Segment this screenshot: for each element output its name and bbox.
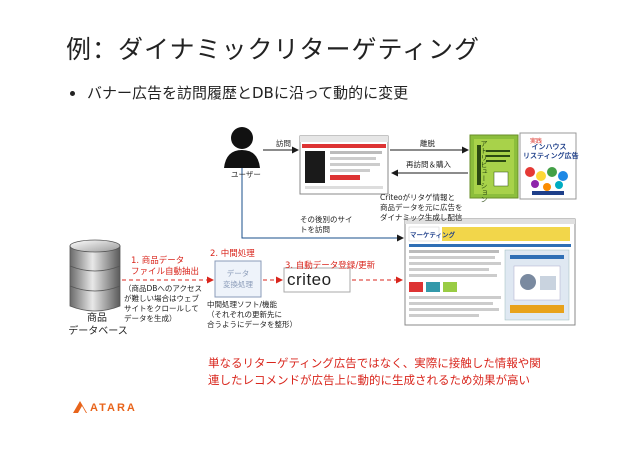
visit-label: 訪問 bbox=[276, 139, 291, 148]
step2-note-line: （それぞれの更新先に bbox=[207, 310, 282, 319]
bullet-point: バナー広告を訪問履歴とDBに沿って動的に変更 bbox=[70, 82, 408, 103]
user-icon bbox=[224, 127, 260, 168]
other-site-label-line: その後別のサイ bbox=[300, 215, 353, 224]
other-site-screenshot bbox=[404, 218, 576, 326]
other-site-label: その後別のサイ トを訪問 bbox=[300, 215, 353, 235]
site-header-text: マーケティング bbox=[410, 231, 455, 239]
criteo-note: Criteoがリタゲ情報と 商品データを元に広告を ダイナミック生成し配信 bbox=[380, 193, 463, 223]
revisit-label: 再訪問＆購入 bbox=[406, 160, 451, 169]
step1-title: 1. 商品データ ファイル自動抽出 bbox=[131, 256, 199, 278]
criteo-note-line: Criteoがリタゲ情報と bbox=[380, 193, 456, 202]
bullet-dot bbox=[70, 91, 75, 96]
listing-book bbox=[519, 132, 577, 200]
transform-box-label: データ 変換処理 bbox=[219, 268, 257, 290]
leave-label: 離脱 bbox=[420, 139, 435, 148]
listing-book-label: 実践 bbox=[530, 138, 543, 145]
atara-logo-text: ATARA bbox=[90, 402, 137, 414]
step1-note-line: サイトをクロールして bbox=[124, 304, 199, 313]
bullet-text: バナー広告を訪問履歴とDBに沿って動的に変更 bbox=[87, 84, 409, 102]
step2-title: 2. 中間処理 bbox=[210, 249, 255, 259]
step1-note: （商品DBへのアクセス が難しい場合はウェブ サイトをクロールして データを生成… bbox=[124, 284, 202, 324]
other-site-arrow bbox=[241, 168, 404, 242]
step2-note-line: 中間処理ソフト/機能 bbox=[207, 300, 278, 309]
transform-box-line: データ bbox=[226, 269, 250, 278]
criteo-logo-text: criteo bbox=[287, 270, 332, 289]
attribution-book bbox=[469, 134, 519, 199]
conclusion-line: 連したレコメンドが広告上に動的に生成されるため効果が高い bbox=[208, 373, 530, 387]
step1-note-line: （商品DBへのアクセス bbox=[124, 284, 203, 293]
database-icon bbox=[69, 239, 121, 312]
other-site-label-line: トを訪問 bbox=[300, 225, 330, 234]
criteo-note-line: 商品データを元に広告を bbox=[380, 203, 463, 212]
db-label-1: 商品 bbox=[87, 313, 107, 324]
step1-note-line: が難しい場合はウェブ bbox=[124, 294, 199, 303]
atara-logo-icon bbox=[73, 401, 87, 413]
step1-title-line: ファイル自動抽出 bbox=[131, 267, 200, 277]
landing-page-screenshot bbox=[299, 135, 389, 195]
attribution-book-title: アトリビューション bbox=[480, 140, 488, 203]
data-transform-box bbox=[214, 260, 262, 298]
step2-note-line: 合うようにデータを整形） bbox=[207, 320, 297, 329]
slide-title: 例：ダイナミックリターゲティング bbox=[66, 35, 481, 64]
transform-box-line: 変換処理 bbox=[223, 280, 253, 289]
step2-note: 中間処理ソフト/機能 （それぞれの更新先に 合うようにデータを整形） bbox=[207, 300, 297, 330]
db-label-2: データベース bbox=[68, 326, 128, 337]
conclusion-line: 単なるリターゲティング広告ではなく、実際に接触した情報や関 bbox=[208, 356, 541, 370]
listing-book-title-line: インハウス bbox=[531, 143, 567, 151]
criteo-logo bbox=[283, 267, 351, 293]
criteo-note-line: ダイナミック生成し配信 bbox=[380, 213, 463, 222]
conclusion-text: 単なるリターゲティング広告ではなく、実際に接触した情報や関 連したレコメンドが広… bbox=[208, 355, 541, 389]
step3-title: 3. 自動データ登録/更新 bbox=[285, 261, 376, 271]
user-label: ユーザー bbox=[231, 170, 261, 179]
step1-title-line: 1. 商品データ bbox=[131, 256, 185, 266]
listing-book-title-line: リスティング広告 bbox=[523, 152, 579, 160]
step1-note-line: データを生成） bbox=[124, 314, 177, 323]
listing-book-title: インハウス リスティング広告 bbox=[523, 143, 579, 161]
